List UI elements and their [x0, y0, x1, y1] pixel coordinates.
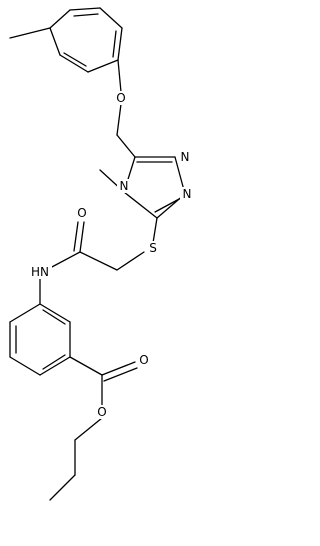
bond-lines	[9, 7, 186, 501]
thioether-sulfur-label: S	[149, 241, 157, 255]
amide-nitrogen-label: HN	[31, 265, 49, 279]
triazole-nitrogen-upper-label: N	[181, 150, 190, 164]
ester-carbonyl-oxygen-label: O	[139, 353, 148, 367]
aryl-ether-oxygen-label: O	[116, 91, 125, 105]
triazole-nitrogen-lower-label: N	[183, 187, 192, 201]
ester-ether-oxygen-label: O	[97, 405, 106, 419]
atom-labels: O N N N S O HN O O	[28, 91, 194, 419]
triazole-nitrogen-methyl-label: N	[120, 179, 129, 193]
amide-oxygen-label: O	[77, 206, 86, 220]
molecule-diagram: O N N N S O HN O O	[9, 7, 194, 501]
